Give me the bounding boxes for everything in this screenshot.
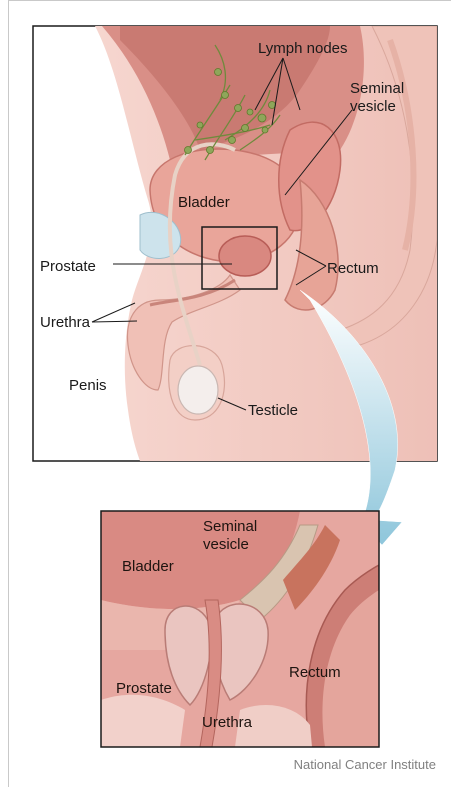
label-prostate: Prostate xyxy=(40,258,96,275)
label-penis: Penis xyxy=(69,377,107,394)
label-vesicle: vesicle xyxy=(350,98,396,115)
inset-label-bladder: Bladder xyxy=(122,558,174,575)
inset-label-vesicle: vesicle xyxy=(203,536,249,553)
label-bladder: Bladder xyxy=(178,194,230,211)
testicle-organ xyxy=(178,366,218,414)
inset-label-prostate: Prostate xyxy=(116,680,172,697)
credit-text: National Cancer Institute xyxy=(294,757,436,772)
label-seminal: Seminal xyxy=(350,80,404,97)
inset-label-urethra: Urethra xyxy=(202,714,253,731)
label-urethra: Urethra xyxy=(40,314,91,331)
prostate-organ xyxy=(219,236,271,276)
label-rectum: Rectum xyxy=(327,260,379,277)
label-lymph-nodes: Lymph nodes xyxy=(258,40,348,57)
inset-label-rectum: Rectum xyxy=(289,664,341,681)
inset-label-seminal: Seminal xyxy=(203,518,257,535)
label-testicle: Testicle xyxy=(248,402,298,419)
